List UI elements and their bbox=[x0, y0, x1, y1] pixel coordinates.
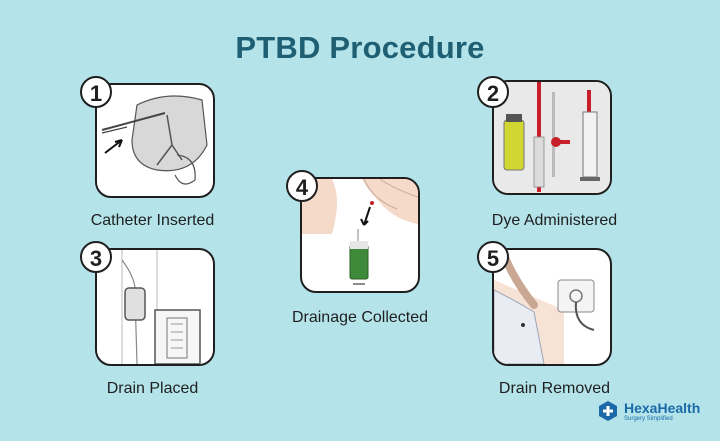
hexahealth-logo: HexaHealth Surgery Simplified bbox=[597, 400, 700, 422]
step-4-card bbox=[300, 177, 420, 293]
logo-tagline: Surgery Simplified bbox=[624, 415, 673, 422]
step-5-caption: Drain Removed bbox=[498, 380, 611, 397]
step-4-caption: Drainage Collected bbox=[291, 309, 429, 326]
step-3-card bbox=[95, 248, 215, 366]
page-title: PTBD Procedure bbox=[235, 30, 485, 65]
step-3-caption: Drain Placed bbox=[106, 380, 199, 397]
step-4-number: 4 bbox=[286, 170, 318, 202]
catheter-insertion-illustration bbox=[101, 95, 208, 185]
drain-removal-illustration bbox=[494, 251, 595, 364]
step-2-card bbox=[492, 80, 612, 195]
step-5-card bbox=[492, 248, 612, 366]
step-5-number: 5 bbox=[477, 241, 509, 273]
step-3-number: 3 bbox=[80, 241, 112, 273]
step-1-caption: Catheter Inserted bbox=[90, 212, 215, 229]
logo-name: HexaHealth bbox=[624, 399, 701, 416]
step-1-number: 1 bbox=[80, 76, 112, 108]
hexagon-cross-icon bbox=[599, 401, 617, 421]
drain-placed-illustration bbox=[121, 250, 201, 364]
step-2-number: 2 bbox=[477, 76, 509, 108]
step-2-caption: Dye Administered bbox=[491, 212, 618, 229]
dye-syringes-illustration bbox=[494, 82, 610, 193]
step-1-card bbox=[95, 83, 215, 198]
drainage-bag-illustration bbox=[302, 179, 418, 285]
